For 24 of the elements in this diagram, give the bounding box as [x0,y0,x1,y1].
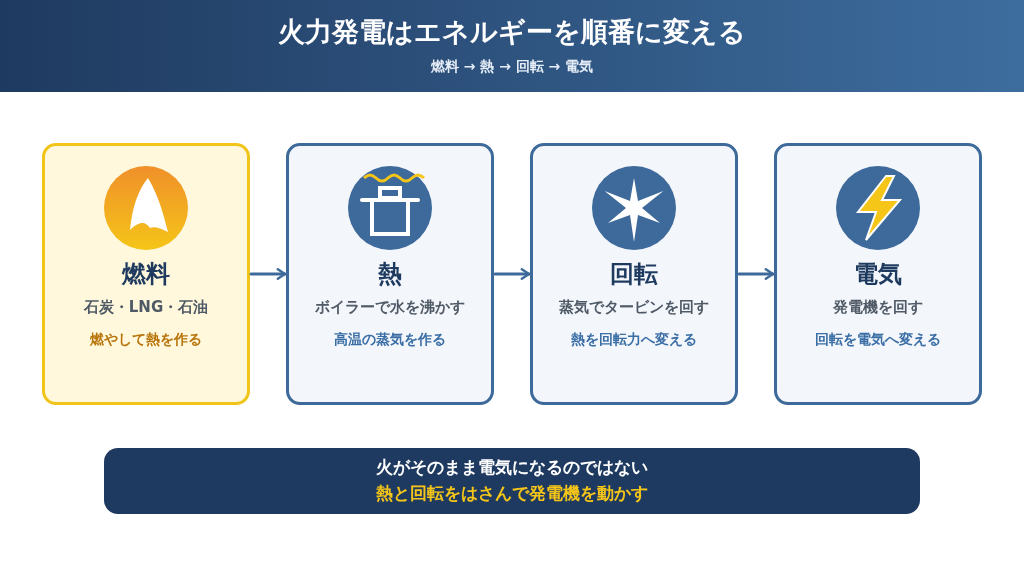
step-description: 石炭・LNG・石油 [82,298,210,317]
step-heading: 熱 [377,259,403,290]
message-banner [104,448,920,514]
message-text: 火がそのまま電気になるのではない [375,456,649,479]
step-card [286,143,494,405]
step-card [774,143,982,405]
title: 火力発電はエネルギーを順番に変える [277,15,747,49]
step-heading: 電気 [853,259,903,290]
arrow [493,268,531,280]
arrow [737,268,775,280]
step-heading: 回転 [609,259,659,290]
step-result: 回転を電気へ変える [814,331,942,349]
step-card [42,143,250,405]
arrow [249,268,287,280]
step-description: 蒸気でタービンを回す [558,298,710,317]
message-text: 熱と回転をはさんで発電機を動かす [375,482,649,505]
step-description: 発電機を回す [832,298,924,317]
step-description: ボイラーで水を沸かす [314,298,466,317]
subtitle: 燃料 → 熱 → 回転 → 電気 [429,58,595,76]
step-heading: 燃料 [120,259,171,290]
step-card [530,143,738,405]
step-result: 熱を回転力へ変える [570,331,698,349]
step-result: 高温の蒸気を作る [333,331,447,349]
step-result: 燃やして熱を作る [89,331,203,349]
